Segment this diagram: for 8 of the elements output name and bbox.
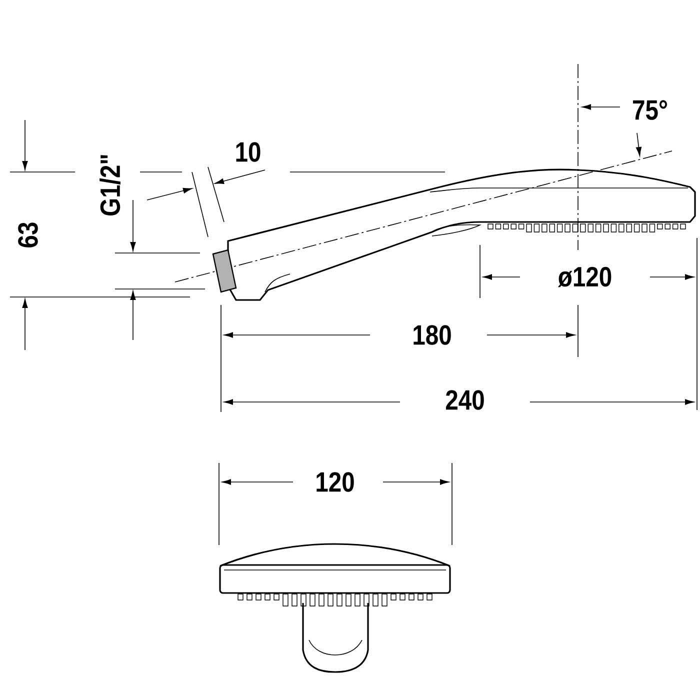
dimension-label: 240 xyxy=(446,390,484,410)
dimension-label: 180 xyxy=(414,325,451,345)
dimension-label: 63 xyxy=(18,222,38,248)
dimension-label: 75° xyxy=(633,100,667,120)
dimension-label: ø120 xyxy=(558,266,612,288)
dimension-label: 120 xyxy=(316,472,354,492)
dimension-label: 10 xyxy=(236,142,260,162)
dimension-label: G1/2" xyxy=(100,155,120,216)
